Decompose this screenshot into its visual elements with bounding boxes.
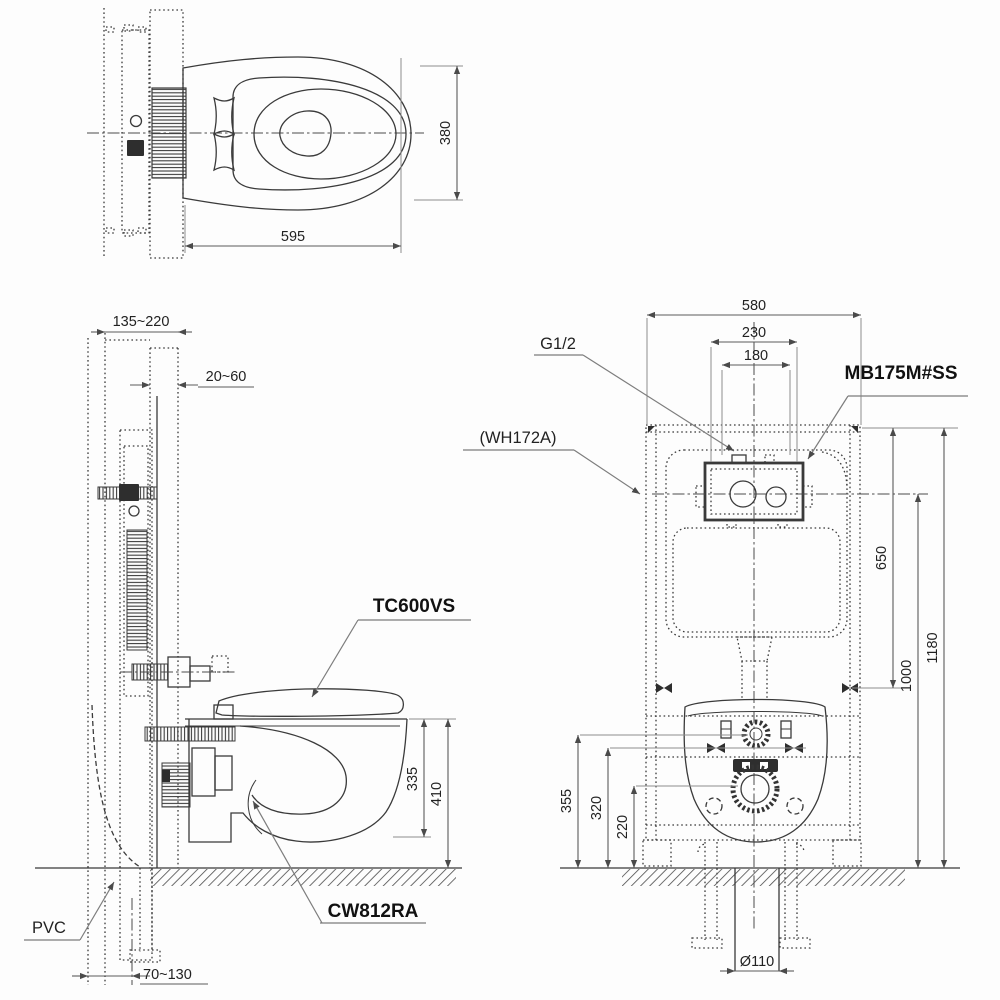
label-mb175mss-text: MB175M#SS: [845, 363, 958, 384]
toilet-side: [185, 688, 408, 843]
label-mb175mss: MB175M#SS: [807, 363, 968, 460]
dim-1000: 1000: [899, 494, 922, 868]
label-pvc-text: PVC: [32, 919, 66, 937]
top-view: 380 595: [87, 8, 463, 259]
label-cw812ra-text: CW812RA: [328, 901, 419, 922]
wall-section-top: [87, 8, 424, 259]
bowl-opening-top: [253, 88, 397, 180]
dim-355: 355: [559, 734, 748, 868]
access-box: [652, 454, 928, 528]
drain-pipe-front: [734, 868, 780, 971]
dim-335-text: 335: [405, 767, 421, 791]
water-surface-top: [279, 110, 332, 157]
stop-valve-side: [120, 655, 235, 688]
dim-drain-110: Ø110: [720, 954, 794, 975]
bowl-outer-front: [683, 698, 828, 843]
inwall-frame-side: [91, 429, 236, 985]
seat-hinge-ring-front: [741, 719, 771, 749]
frame-foot-left: [642, 839, 672, 867]
toilet-front: [683, 698, 828, 949]
drain-outlet-front: [730, 759, 780, 814]
dim-410: 410: [409, 718, 456, 868]
cistern-front: [665, 449, 848, 700]
dim-135-220-text: 135~220: [113, 314, 170, 330]
dim-355-text: 355: [559, 789, 575, 813]
dim-320-text: 320: [589, 796, 605, 820]
dim-595-text: 595: [281, 229, 305, 245]
label-cw812ra: CW812RA: [252, 800, 426, 924]
bowl-outer-side: [188, 718, 408, 843]
seat-lid-side: [215, 688, 405, 717]
supply-fitting: [731, 454, 747, 464]
dim-580: 580: [646, 298, 862, 425]
floor-front: [560, 867, 960, 886]
wall-section-side: [87, 333, 179, 985]
dim-20-60: 20~60: [130, 369, 254, 389]
front-view: 580 230 180 650 1000 1180: [463, 298, 968, 975]
seat-ring-top: [232, 76, 407, 191]
label-wh172a-text: (WH172A): [479, 429, 556, 447]
flush-button-hole-right: [765, 486, 787, 508]
dim-20-60-text: 20~60: [206, 369, 247, 385]
inlet-spud-side: [144, 726, 236, 742]
label-g12-text: G1/2: [540, 335, 576, 353]
below-floor-pipes-side: [91, 704, 161, 985]
drain-connector-side: [161, 747, 233, 808]
label-tc600vs: TC600VS: [311, 596, 471, 698]
flush-pipe-side: [126, 529, 148, 651]
dim-410-text: 410: [429, 782, 445, 806]
anchor-hole-top: [129, 114, 143, 128]
dim-110-text: Ø110: [740, 954, 774, 970]
label-wh172a: (WH172A): [463, 429, 641, 495]
anchor-bolt-top: [127, 140, 144, 156]
dim-230-text: 230: [742, 325, 766, 341]
dim-335: 335: [393, 719, 431, 838]
label-g12: G1/2: [534, 335, 735, 452]
dim-380-text: 380: [438, 121, 454, 145]
install-frame-front: [642, 424, 862, 867]
dim-595: 595: [184, 58, 402, 253]
dim-135-220: 135~220: [91, 314, 192, 336]
bowl-inner-side: [239, 725, 347, 815]
side-view: 135~220 20~60 TC600VS 335 410 CW812RA: [24, 314, 471, 985]
dim-220-text: 220: [615, 815, 631, 839]
pvc-pipe-bend: [91, 704, 141, 868]
dim-650: 650: [852, 427, 958, 689]
dim-1180: 1180: [925, 428, 948, 868]
label-tc600vs-text: TC600VS: [373, 596, 455, 617]
dim-180: 180: [721, 348, 791, 455]
frame-fixing-bolts: [656, 683, 858, 693]
bowl-mounting-legs-front: [691, 842, 811, 949]
dim-70-130: 70~130: [72, 967, 208, 985]
dim-1180-text: 1180: [925, 632, 941, 663]
trap-curve-side: [247, 779, 263, 835]
flush-pipe-front: [736, 636, 773, 662]
dim-70-130-text: 70~130: [143, 967, 192, 983]
dim-380: 380: [414, 65, 463, 201]
floor-side: [35, 867, 462, 886]
dim-580-text: 580: [742, 298, 766, 314]
dim-320: 320: [589, 747, 806, 868]
dim-180-text: 180: [744, 348, 768, 364]
dim-230: 230: [710, 325, 798, 462]
seat-hinge-top: [213, 96, 236, 172]
dim-1000-text: 1000: [899, 660, 915, 692]
label-pvc: PVC: [24, 881, 115, 941]
toilet-top-outline: [182, 56, 412, 211]
dim-650-text: 650: [874, 546, 890, 570]
frame-foot-right: [832, 839, 862, 867]
bowl-outer-top: [182, 56, 412, 211]
dim-220: 220: [615, 785, 738, 868]
